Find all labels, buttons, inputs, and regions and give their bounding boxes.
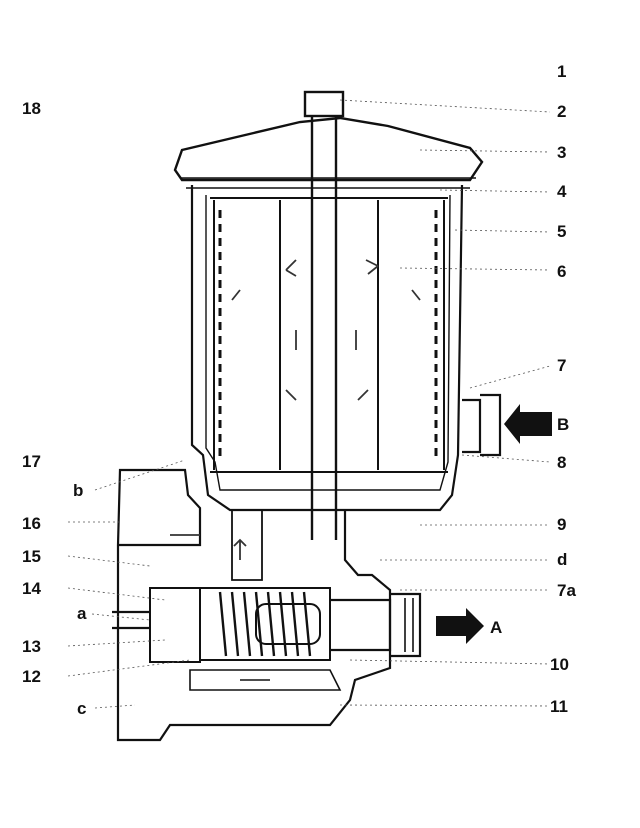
- label-4: 4: [557, 182, 567, 201]
- label-11: 11: [550, 697, 568, 716]
- inlet-fitting: [462, 393, 502, 457]
- valve-pins: [112, 610, 150, 630]
- valve-spring: [218, 591, 312, 657]
- flow-arrow: [233, 538, 247, 560]
- label-3: 3: [557, 143, 567, 162]
- cover: [173, 116, 484, 182]
- flow-arrow: [411, 289, 421, 301]
- label-8: 8: [557, 453, 567, 472]
- cover-rim: [180, 177, 476, 189]
- label-9: 9: [557, 515, 567, 534]
- label-12: 12: [22, 667, 41, 686]
- label-16: 16: [22, 514, 41, 533]
- filter-element-caps: [210, 197, 448, 473]
- label-13: 13: [22, 637, 41, 656]
- label-7a: 7a: [557, 581, 576, 600]
- label-6: 6: [557, 262, 567, 281]
- flow-arrow: [285, 389, 297, 401]
- label-7: 7: [557, 356, 567, 375]
- label-1: 1: [557, 62, 567, 81]
- inlet-arrow: [504, 404, 552, 444]
- lower-housing: [116, 468, 392, 742]
- outlet-fitting: [330, 592, 422, 658]
- filter-element-left: [213, 200, 281, 470]
- label-15: 15: [22, 547, 41, 566]
- label-a: a: [77, 604, 87, 623]
- label-14: 14: [22, 579, 41, 598]
- label-10: 10: [550, 655, 569, 674]
- flow-arrow: [357, 389, 369, 401]
- label-b: b: [73, 481, 84, 500]
- bypass-valve-left: [149, 587, 201, 663]
- label-d: d: [557, 550, 568, 569]
- filter-element-right: [377, 200, 445, 470]
- label-c: c: [77, 699, 87, 718]
- central-channel: [231, 510, 263, 581]
- label-A: A: [490, 618, 503, 637]
- label-18: 18: [22, 99, 41, 118]
- label-2: 2: [557, 102, 567, 121]
- bottom-channel: [189, 669, 342, 691]
- label-17: 17: [22, 452, 41, 471]
- filter-bowl-outline: [190, 184, 464, 512]
- label-B: B: [557, 415, 570, 434]
- filter-bowl-inner: [205, 194, 451, 491]
- valve-piston: [255, 603, 321, 645]
- bolt-head: [303, 90, 345, 118]
- flow-arrow: [365, 259, 379, 275]
- outlet-nut: [404, 598, 414, 652]
- label-5: 5: [557, 222, 567, 241]
- flow-arrow: [285, 259, 297, 277]
- flow-arrow: [231, 289, 241, 301]
- bolt-stem: [310, 116, 338, 540]
- outlet-arrow: [436, 608, 484, 644]
- element-dashes: [218, 210, 438, 462]
